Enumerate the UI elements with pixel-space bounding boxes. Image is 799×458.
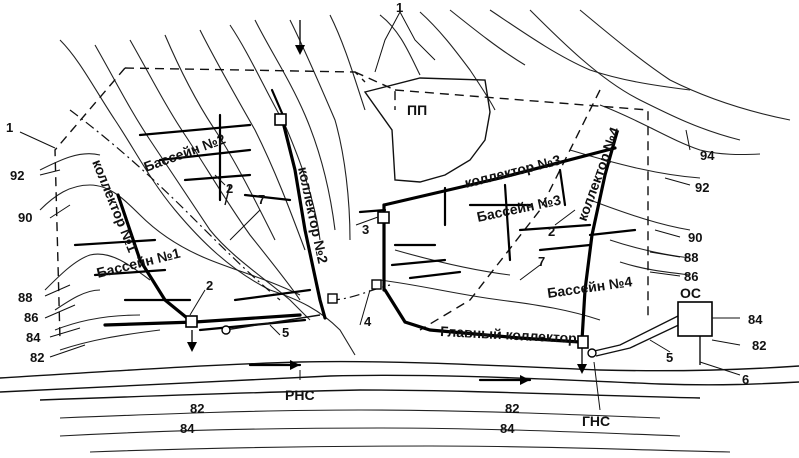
gns-label: ГНС: [582, 413, 610, 429]
contour-84-river-b: 84: [500, 421, 515, 436]
callout-7-right: 7: [538, 254, 545, 269]
callout-2-basin2: 2: [226, 181, 233, 196]
basin-2-label: Бассейн №2: [142, 130, 228, 174]
contour-92-right: 92: [695, 180, 709, 195]
callout-1-top: 1: [396, 0, 403, 15]
callout-5-left: 5: [282, 325, 289, 340]
station-labels: РНС ГНС ОС: [285, 285, 701, 429]
callout-4: 4: [364, 314, 372, 329]
contour-92-left: 92: [10, 168, 24, 183]
river: [0, 360, 799, 453]
collector-1-label: коллектор №1: [89, 157, 141, 254]
contour-94: 94: [700, 148, 715, 163]
callout-2-left: 2: [206, 278, 213, 293]
main-collector-label: Главный коллектор: [440, 323, 577, 346]
contour-82-right: 82: [752, 338, 766, 353]
contour-84-right: 84: [748, 312, 763, 327]
contour-82-river-a: 82: [190, 401, 204, 416]
basin-boundaries: [54, 67, 649, 341]
wells: [185, 113, 713, 358]
callout-2-right: 2: [548, 224, 555, 239]
basin-4-label: Бассейн №4: [546, 273, 633, 301]
callout-6: 6: [742, 372, 749, 387]
collector-3-label: коллектор №3: [463, 152, 563, 191]
basin-1-label: Бассейн №1: [95, 245, 182, 281]
callout-3: 3: [362, 222, 369, 237]
sewer-network: [73, 20, 701, 374]
callout-numbers: 1 1 2 2 2 3 4 5 5 6 7 7: [6, 0, 749, 387]
leaders: [19, 11, 741, 411]
contour-86-right: 86: [684, 269, 698, 284]
contour-level-labels: 94 92 92 90 90 88 88 86 86 84 84 82 82 8…: [10, 148, 766, 436]
contour-88-left: 88: [18, 290, 32, 305]
basin-3-label: Бассейн №3: [475, 191, 562, 224]
industrial-site-label: ПП: [407, 102, 427, 118]
callout-5-right: 5: [666, 350, 673, 365]
rns-label: РНС: [285, 387, 315, 403]
callout-1-left: 1: [6, 120, 13, 135]
contour-88-right: 88: [684, 250, 698, 265]
contour-90-left: 90: [18, 210, 32, 225]
callout-7-left: 7: [258, 192, 265, 207]
contour-90-right: 90: [688, 230, 702, 245]
contour-84-river-a: 84: [180, 421, 195, 436]
industrial-site: [363, 77, 491, 183]
terrain-contours: [39, 9, 791, 356]
treatment-plant-icon: [677, 301, 713, 337]
contour-82-river-b: 82: [505, 401, 519, 416]
os-label: ОС: [680, 285, 701, 301]
contour-86-left: 86: [24, 310, 38, 325]
contour-84-left: 84: [26, 330, 41, 345]
contour-82-left: 82: [30, 350, 44, 365]
